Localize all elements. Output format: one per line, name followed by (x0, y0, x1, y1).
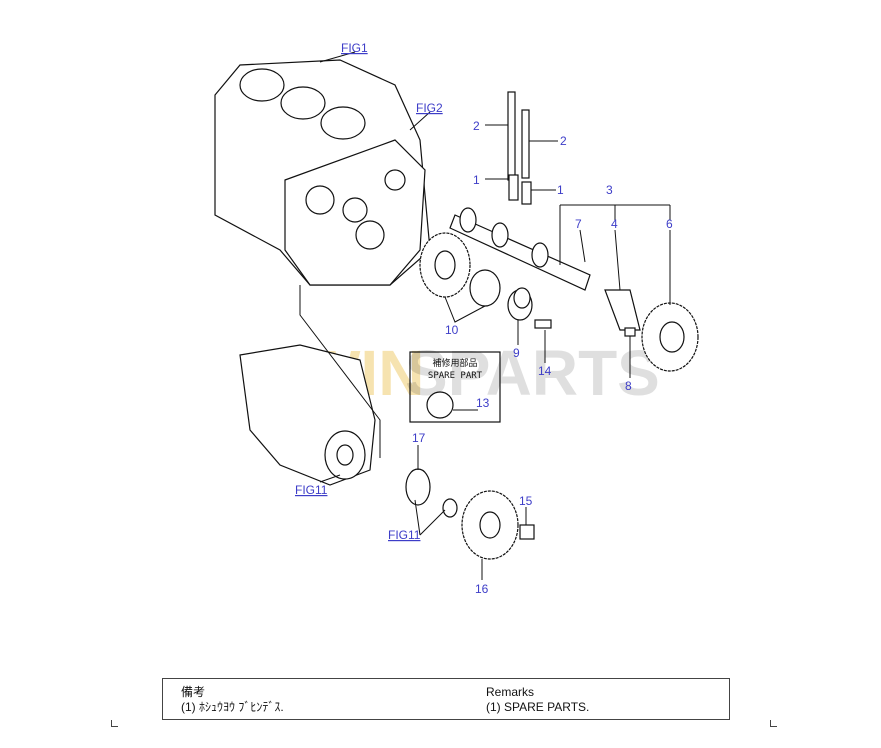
callout-17: 17 (412, 431, 426, 445)
gears (405, 232, 699, 560)
fuel-pump (239, 285, 381, 486)
leader-lines (319, 51, 671, 580)
callout-10: 10 (445, 323, 459, 337)
engine-block (214, 59, 431, 286)
remarks-line-en: (1) SPARE PARTS. (486, 700, 590, 714)
fig11-link-b[interactable]: FIG11 (388, 528, 421, 542)
callout-1b: 1 (557, 183, 564, 197)
callout-2a: 2 (473, 119, 480, 133)
camshaft (449, 207, 591, 291)
fig11-link-a[interactable]: FIG11 (295, 483, 328, 497)
remarks-box: 備考 (1) ﾎｼｭｳﾖｳ ﾌﾞﾋﾝﾃﾞｽ. Remarks (1) SPARE… (162, 678, 730, 720)
callout-1a: 1 (473, 173, 480, 187)
pushrods (507, 91, 532, 205)
callout-7: 7 (575, 217, 582, 231)
remarks-heading-en: Remarks (486, 685, 535, 699)
callout-15: 15 (519, 494, 533, 508)
callout-8: 8 (625, 379, 632, 393)
callout-13: 13 (476, 396, 490, 410)
spare-box-title-en: SPARE PART (428, 371, 483, 381)
callout-16: 16 (475, 582, 489, 596)
fig2-link[interactable]: FIG2 (416, 101, 443, 115)
remarks-jp: 備考 (1) ﾎｼｭｳﾖｳ ﾌﾞﾋﾝﾃﾞｽ. (181, 685, 284, 715)
spare-box-title-jp: 補修用部品 (432, 357, 477, 369)
callout-14: 14 (538, 364, 552, 378)
callout-9: 9 (513, 346, 520, 360)
callout-4: 4 (611, 217, 618, 231)
callouts: FIG1 FIG2 2 2 1 1 3 7 4 6 10 9 14 8 13 1… (295, 41, 673, 596)
crop-mark-right (770, 720, 777, 727)
callout-2b: 2 (560, 134, 567, 148)
crop-mark-left (111, 720, 118, 727)
callout-3: 3 (606, 183, 613, 197)
remarks-en: Remarks (1) SPARE PARTS. (486, 685, 589, 715)
callout-6: 6 (666, 217, 673, 231)
remarks-line-jp: (1) ﾎｼｭｳﾖｳ ﾌﾞﾋﾝﾃﾞｽ. (181, 700, 284, 714)
spare-part-box: 補修用部品 SPARE PART (409, 351, 501, 423)
remarks-heading-jp: 備考 (181, 685, 206, 699)
fig1-link[interactable]: FIG1 (341, 41, 368, 55)
